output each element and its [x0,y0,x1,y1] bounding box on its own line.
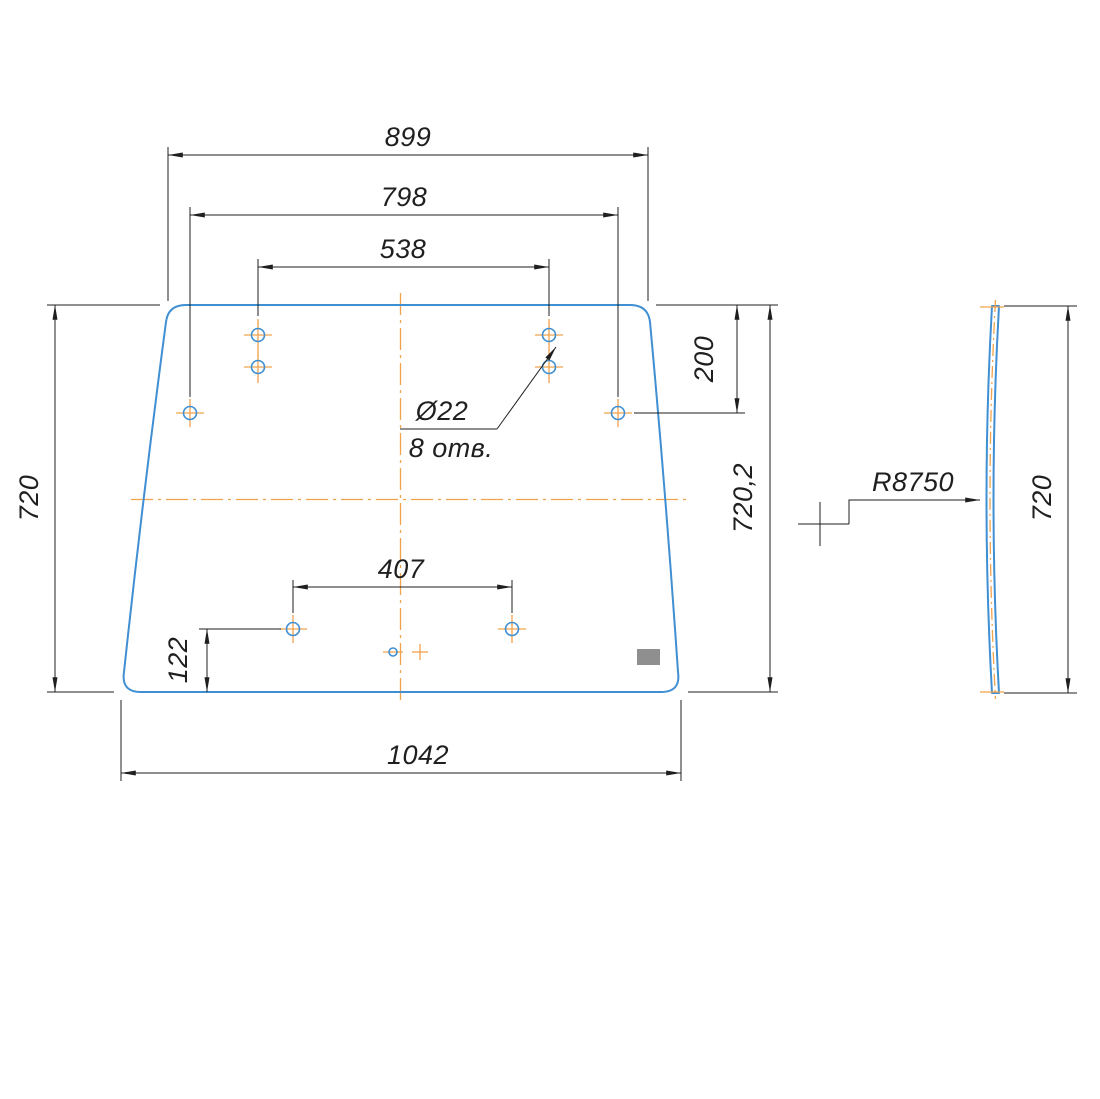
dimension-text-outer-hole-span: 798 [381,182,428,212]
dimension-122: 122 [163,628,281,693]
profile-centerline [989,299,997,700]
hole-lower-left [279,615,307,643]
radius-text: R8750 [872,467,954,497]
dimension-899: 899 [167,122,649,301]
dimension-720-side: 720 [1004,305,1077,694]
hole-circle [250,359,266,375]
dimension-text-right-hole-offset: 200 [689,336,719,384]
dimension-text-upper-hole-span: 538 [380,234,427,264]
hole-lower-right [498,615,526,643]
dimension-text-bottom-width: 1042 [387,740,449,770]
hole-note: Ø22 8 отв. [400,346,557,463]
hole-circle [182,405,198,421]
radius-leader-line [848,497,981,524]
dimension-text-top-width: 899 [385,122,432,152]
mounting-holes [176,319,632,660]
dimension-text-height-right: 720,2 [728,463,758,533]
dimension-text-height-left: 720 [14,475,44,522]
dimension-720-left: 720 [14,304,160,693]
dimension-798: 798 [189,182,619,397]
small-hole-circle [388,647,398,657]
front-view: 899 798 538 200 720 [14,122,778,781]
hole-circle [610,405,626,421]
leader-line [496,346,557,430]
dimension-200: 200 [634,304,745,414]
dimension-538: 538 [257,234,550,316]
glass-profile-outline [985,305,1000,694]
dimension-text-lower-hole-height: 122 [163,637,193,684]
dimension-r8750: R8750 [798,467,981,546]
glass-outline [122,304,680,693]
dimension-text-lower-hole-span: 407 [378,554,425,584]
hole-circle [541,359,557,375]
small-center-feature [383,644,428,660]
side-view: R8750 720 [798,299,1077,700]
hole-diameter-text: Ø22 [415,396,469,426]
hole-circle [541,327,557,343]
hole-pair-left [244,319,272,383]
hole-pair-right [535,319,563,383]
hole-mid-left [176,399,204,427]
dimension-720-2-right: 720,2 [658,304,778,693]
gray-detail-patch [637,649,660,665]
centerlines [131,293,691,703]
hole-count-text: 8 отв. [409,433,494,463]
dimension-text-side-height: 720 [1027,475,1057,522]
dimension-1042: 1042 [120,700,682,781]
hole-mid-right [604,399,632,427]
hole-circle [285,621,301,637]
dimension-407: 407 [292,554,513,613]
hole-circle [250,327,266,343]
hole-circle [504,621,520,637]
